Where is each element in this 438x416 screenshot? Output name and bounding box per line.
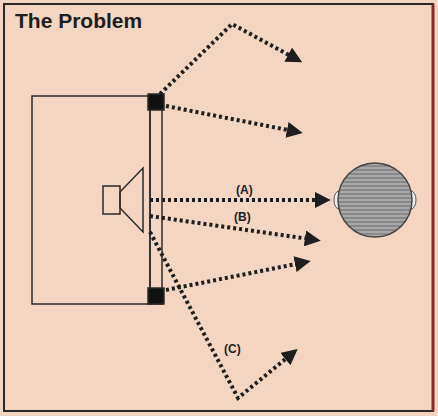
frame — [4, 4, 433, 411]
speaker-cabinet — [32, 94, 164, 304]
frame-edge — [432, 4, 435, 411]
path-label: (A) — [234, 183, 255, 197]
title: The Problem — [15, 9, 142, 33]
path-label: (C) — [222, 342, 243, 356]
sound-path — [150, 24, 326, 398]
listener-head — [334, 163, 416, 237]
path-label: (B) — [232, 210, 253, 224]
